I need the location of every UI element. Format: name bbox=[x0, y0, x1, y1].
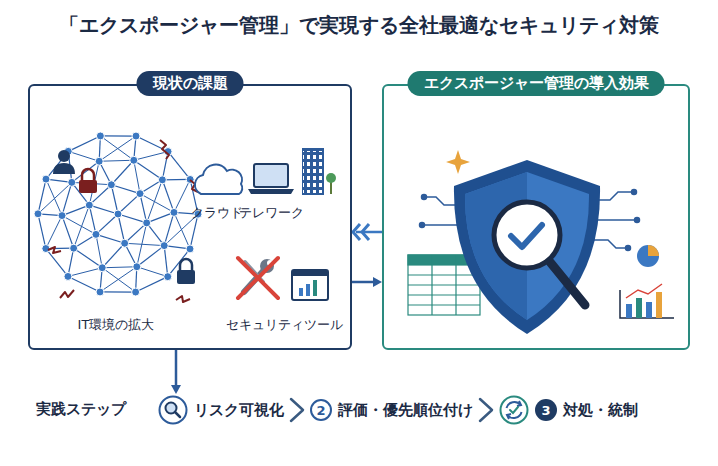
heading-pill: エクスポージャー管理の導入効果 bbox=[408, 71, 665, 96]
person-icon bbox=[53, 150, 75, 174]
panel-box: エクスポージャー管理の導入効果 bbox=[382, 84, 690, 350]
building-icon bbox=[302, 148, 336, 195]
connector-arrow bbox=[353, 224, 382, 240]
sparkle bbox=[446, 150, 470, 174]
cycle-check-icon bbox=[499, 395, 529, 425]
crack-marks bbox=[48, 140, 198, 302]
text-label: テレワーク bbox=[239, 204, 304, 222]
text-label: IT環境の拡大 bbox=[78, 316, 155, 334]
cloud-icon bbox=[195, 165, 242, 194]
step-box: 3 対処・統制 bbox=[499, 394, 638, 426]
text-label: セキュリティツール bbox=[226, 316, 343, 334]
window-chart-icon bbox=[292, 270, 328, 300]
shield-icon bbox=[454, 160, 600, 334]
diagram-title: 「エクスポージャー管理」で実現する全社最適なセキュリティ対策 bbox=[0, 12, 718, 39]
text-label: クラウド bbox=[191, 204, 243, 222]
connector-arrow bbox=[291, 399, 303, 421]
callout-number: 3 bbox=[535, 399, 557, 421]
step-label: リスク可視化 bbox=[194, 401, 284, 420]
lock-icon bbox=[177, 259, 195, 284]
step-label: 評価・優先順位付け bbox=[338, 401, 473, 420]
step-label: 対処・統制 bbox=[563, 401, 638, 420]
lock-icon bbox=[79, 169, 97, 193]
step-box: 2 評価・優先順位付け bbox=[310, 394, 473, 426]
text-label: 実践ステップ bbox=[36, 400, 126, 419]
magnifier-step-icon bbox=[158, 395, 188, 425]
laptop-icon bbox=[248, 164, 294, 194]
network-graph bbox=[34, 132, 202, 296]
heading-pill: 現状の課題 bbox=[137, 71, 244, 96]
connector-arrow bbox=[480, 399, 492, 421]
step-box: リスク可視化 bbox=[158, 394, 284, 426]
connector-arrow bbox=[352, 277, 382, 287]
connector-arrow bbox=[171, 350, 181, 394]
chart-icons bbox=[620, 245, 674, 318]
callout-number: 2 bbox=[310, 399, 332, 421]
tool-icon bbox=[238, 258, 278, 298]
